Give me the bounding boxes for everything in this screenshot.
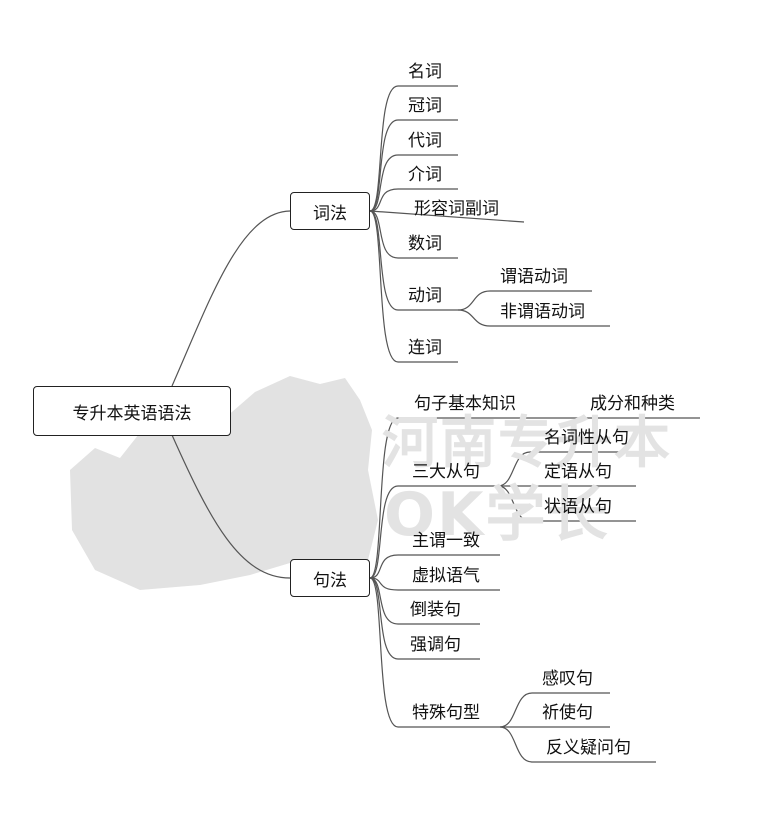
leaf-predicate-verb[interactable]: 谓语动词 [500,267,568,287]
leaf-tag-question[interactable]: 反义疑问句 [546,738,631,758]
leaf-subjunctive[interactable]: 虚拟语气 [412,566,480,586]
watermark-line2: OK学长 [384,480,610,550]
leaf-three-clauses[interactable]: 三大从句 [412,462,480,482]
branch-node-syntax[interactable]: 句法 [290,559,370,597]
leaf-noun[interactable]: 名词 [408,62,442,82]
leaf-conjunction[interactable]: 连词 [408,338,442,358]
watermark-line1: 河南专升本 [382,411,672,476]
leaf-special[interactable]: 特殊句型 [412,703,480,723]
leaf-non-predicate-verb[interactable]: 非谓语动词 [500,302,585,322]
leaf-imperative[interactable]: 祈使句 [542,703,593,723]
leaf-numeral[interactable]: 数词 [408,234,442,254]
leaf-inversion[interactable]: 倒装句 [410,600,461,620]
branch-node-morphology[interactable]: 词法 [290,192,370,230]
leaf-exclamatory[interactable]: 感叹句 [542,669,593,689]
root-node[interactable]: 专升本英语语法 [33,386,231,436]
leaf-attributive-clause[interactable]: 定语从句 [544,462,612,482]
leaf-adj-adv[interactable]: 形容词副词 [414,199,499,219]
leaf-sentence-basics[interactable]: 句子基本知识 [414,394,516,414]
branch-label-morphology: 词法 [313,203,347,224]
leaf-noun-clause[interactable]: 名词性从句 [544,428,629,448]
leaf-verb[interactable]: 动词 [408,286,442,306]
leaf-components[interactable]: 成分和种类 [590,394,675,414]
leaf-article[interactable]: 冠词 [408,96,442,116]
leaf-adverbial-clause[interactable]: 状语从句 [544,497,612,517]
connector-lines [171,85,700,763]
root-label: 专升本英语语法 [72,403,192,424]
leaf-pronoun[interactable]: 代词 [408,131,442,151]
leaf-emphasis[interactable]: 强调句 [410,635,461,655]
leaf-agreement[interactable]: 主谓一致 [412,531,480,551]
branch-label-syntax: 句法 [313,570,347,591]
leaf-preposition[interactable]: 介词 [408,165,442,185]
